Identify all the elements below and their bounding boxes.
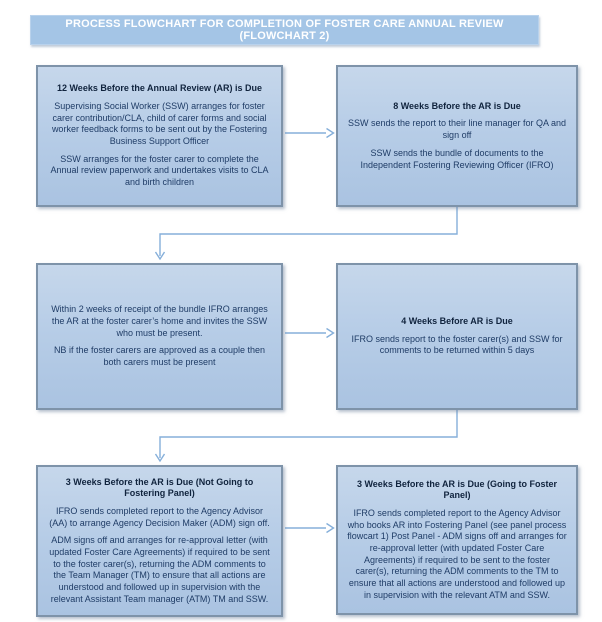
flow-box-8-weeks: 8 Weeks Before the AR is Due SSW sends t… (336, 65, 578, 207)
connector-8weeks-to-within2weeks (154, 207, 458, 261)
flow-box-within-2-weeks: Within 2 weeks of receipt of the bundle … (36, 263, 283, 410)
connector-12weeks-to-8weeks (285, 127, 335, 139)
box-paragraph: IFRO sends completed report to the Agenc… (49, 505, 270, 528)
box-paragraph: SSW sends the bundle of documents to the… (360, 147, 554, 170)
flowchart-title: PROCESS FLOWCHART FOR COMPLETION OF FOST… (65, 18, 504, 42)
box-paragraph: IFRO sends report to the foster carer(s)… (351, 333, 563, 356)
flow-box-4-weeks: 4 Weeks Before AR is Due IFRO sends repo… (336, 263, 578, 410)
flow-box-3-weeks-not-panel: 3 Weeks Before the AR is Due (Not Going … (36, 465, 283, 617)
box-paragraph: Within 2 weeks of receipt of the bundle … (51, 304, 268, 338)
box-heading: 8 Weeks Before the AR is Due (393, 100, 521, 111)
connector-4weeks-to-3weeksnotpanel (154, 410, 458, 463)
box-paragraph: SSW sends the report to their line manag… (347, 118, 567, 141)
flow-box-3-weeks-panel: 3 Weeks Before the AR is Due (Going to F… (336, 465, 578, 615)
box-paragraph: ADM signs off and arranges for re-approv… (49, 535, 270, 604)
flow-box-12-weeks: 12 Weeks Before the Annual Review (AR) i… (36, 65, 283, 207)
box-heading: 3 Weeks Before the AR is Due (Going to F… (356, 478, 558, 501)
connector-within2weeks-to-4weeks (285, 327, 335, 339)
box-paragraph: IFRO sends completed report to the Agenc… (347, 507, 567, 600)
box-paragraph: SSW arranges for the foster carer to com… (50, 153, 269, 188)
box-heading: 3 Weeks Before the AR is Due (Not Going … (65, 476, 254, 499)
box-heading: 4 Weeks Before AR is Due (401, 315, 513, 326)
box-paragraph: NB if the foster carers are approved as … (53, 345, 266, 368)
box-paragraph: Supervising Social Worker (SSW) arranges… (51, 100, 268, 146)
box-heading: 12 Weeks Before the Annual Review (AR) i… (56, 83, 263, 94)
connector-3weeksnotpanel-to-3weekspanel (285, 522, 335, 534)
flowchart-title-bar: PROCESS FLOWCHART FOR COMPLETION OF FOST… (30, 15, 539, 45)
